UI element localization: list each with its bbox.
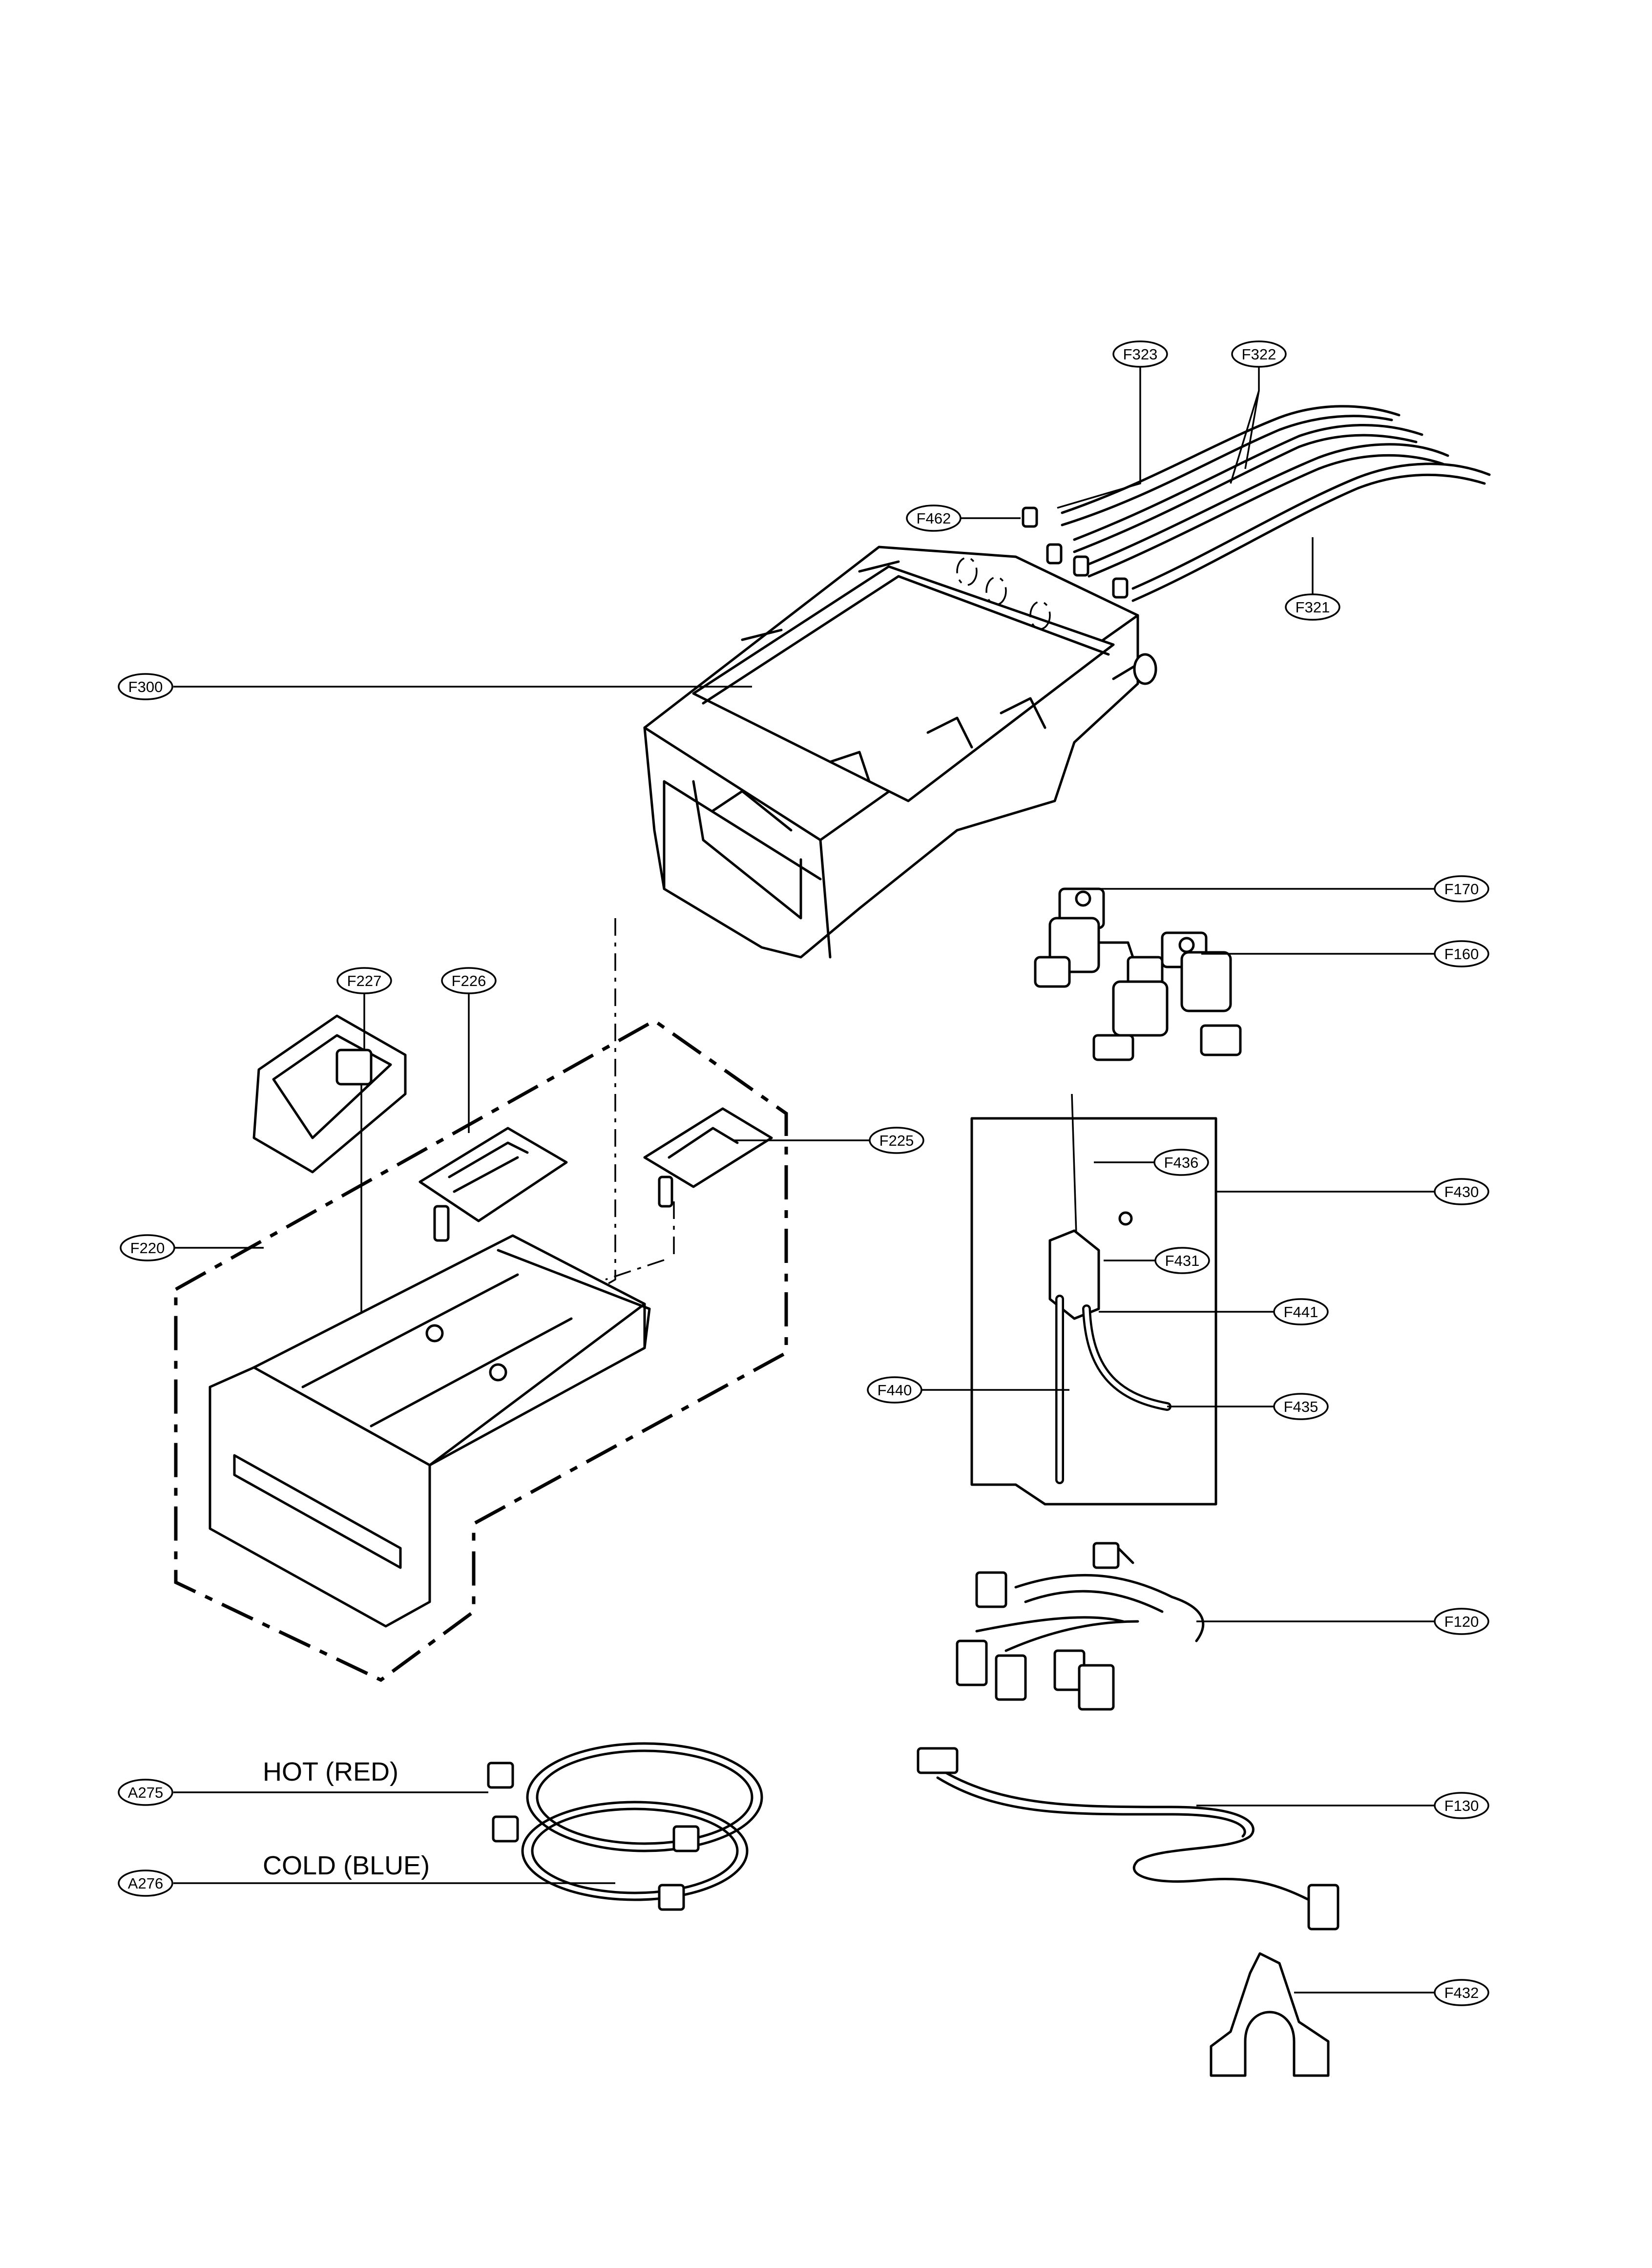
callout-f322[interactable]: F322 bbox=[1231, 340, 1287, 368]
callout-f227-label: F227 bbox=[347, 972, 382, 989]
hot-hose-label: HOT (RED) bbox=[263, 1757, 398, 1786]
callout-f225-label: F225 bbox=[879, 1132, 914, 1149]
callout-f300-label: F300 bbox=[128, 678, 163, 695]
assembly-line-3 bbox=[605, 1259, 665, 1281]
siphon-cap-f226 bbox=[418, 1127, 568, 1242]
drain-hose-assembly bbox=[1048, 1093, 1171, 1484]
callout-a275-label: A275 bbox=[128, 1784, 163, 1801]
drawer-group-outline bbox=[174, 1018, 788, 1682]
callout-f435[interactable]: F435 bbox=[1273, 1393, 1329, 1420]
siphon-cap-f225 bbox=[643, 1107, 773, 1208]
callout-f160-label: F160 bbox=[1444, 945, 1479, 963]
callout-f430-label: F430 bbox=[1444, 1183, 1479, 1200]
callout-f441-label: F441 bbox=[1284, 1303, 1318, 1321]
callout-f462-label: F462 bbox=[917, 510, 951, 527]
callout-f226[interactable]: F226 bbox=[441, 967, 497, 994]
callout-f462[interactable]: F462 bbox=[906, 504, 962, 532]
callout-f323-label: F323 bbox=[1123, 346, 1158, 363]
callout-a276[interactable]: A276 bbox=[118, 1869, 173, 1897]
leader-lines bbox=[173, 360, 1434, 1994]
wire-harness-f130 bbox=[917, 1747, 1339, 1931]
callout-f120[interactable]: F120 bbox=[1434, 1608, 1489, 1635]
callout-f430[interactable]: F430 bbox=[1434, 1178, 1489, 1205]
callout-f227[interactable]: F227 bbox=[336, 967, 392, 994]
assembly-line-1 bbox=[581, 918, 616, 1300]
callout-f436[interactable]: F436 bbox=[1153, 1149, 1209, 1176]
callout-f323[interactable]: F323 bbox=[1112, 340, 1168, 368]
callout-f435-label: F435 bbox=[1284, 1398, 1318, 1415]
inlet-hose-tubes bbox=[1061, 405, 1491, 602]
callout-f160[interactable]: F160 bbox=[1434, 940, 1489, 967]
cold-hose-label: COLD (BLUE) bbox=[263, 1851, 430, 1880]
callout-f225[interactable]: F225 bbox=[869, 1127, 924, 1154]
drain-group-outline bbox=[970, 1117, 1217, 1506]
inlet-hoses-hot-cold bbox=[487, 1742, 763, 1911]
callout-f300[interactable]: F300 bbox=[118, 673, 173, 700]
callout-f130-label: F130 bbox=[1444, 1797, 1479, 1814]
callout-f321-label: F321 bbox=[1296, 599, 1330, 616]
callout-f432[interactable]: F432 bbox=[1434, 1979, 1489, 2006]
callout-a275[interactable]: A275 bbox=[118, 1779, 173, 1806]
callout-f120-label: F120 bbox=[1444, 1613, 1479, 1630]
callout-f436-label: F436 bbox=[1164, 1154, 1199, 1171]
callout-f170-label: F170 bbox=[1444, 881, 1479, 898]
callout-f220[interactable]: F220 bbox=[120, 1234, 175, 1261]
callout-f441[interactable]: F441 bbox=[1273, 1298, 1329, 1325]
callout-f220-label: F220 bbox=[130, 1239, 165, 1257]
water-valves bbox=[1034, 887, 1242, 1061]
callout-f440-label: F440 bbox=[878, 1382, 912, 1399]
callout-f226-label: F226 bbox=[452, 972, 486, 989]
callout-f431-label: F431 bbox=[1165, 1252, 1200, 1269]
callout-f322-label: F322 bbox=[1242, 346, 1276, 363]
dispenser-drawer-f220 bbox=[209, 1234, 651, 1628]
callout-f130[interactable]: F130 bbox=[1434, 1792, 1489, 1819]
callout-f321[interactable]: F321 bbox=[1285, 593, 1340, 621]
hose-clip-f432 bbox=[1210, 1952, 1330, 2077]
callout-f432-label: F432 bbox=[1444, 1984, 1479, 2001]
callout-a276-label: A276 bbox=[128, 1875, 163, 1892]
callout-f431[interactable]: F431 bbox=[1154, 1247, 1210, 1274]
wire-harness-f120 bbox=[956, 1542, 1205, 1711]
callout-f170[interactable]: F170 bbox=[1434, 875, 1489, 903]
callout-f440[interactable]: F440 bbox=[867, 1376, 922, 1404]
hose-clamps bbox=[1022, 506, 1129, 599]
dispenser-housing bbox=[643, 546, 1157, 959]
